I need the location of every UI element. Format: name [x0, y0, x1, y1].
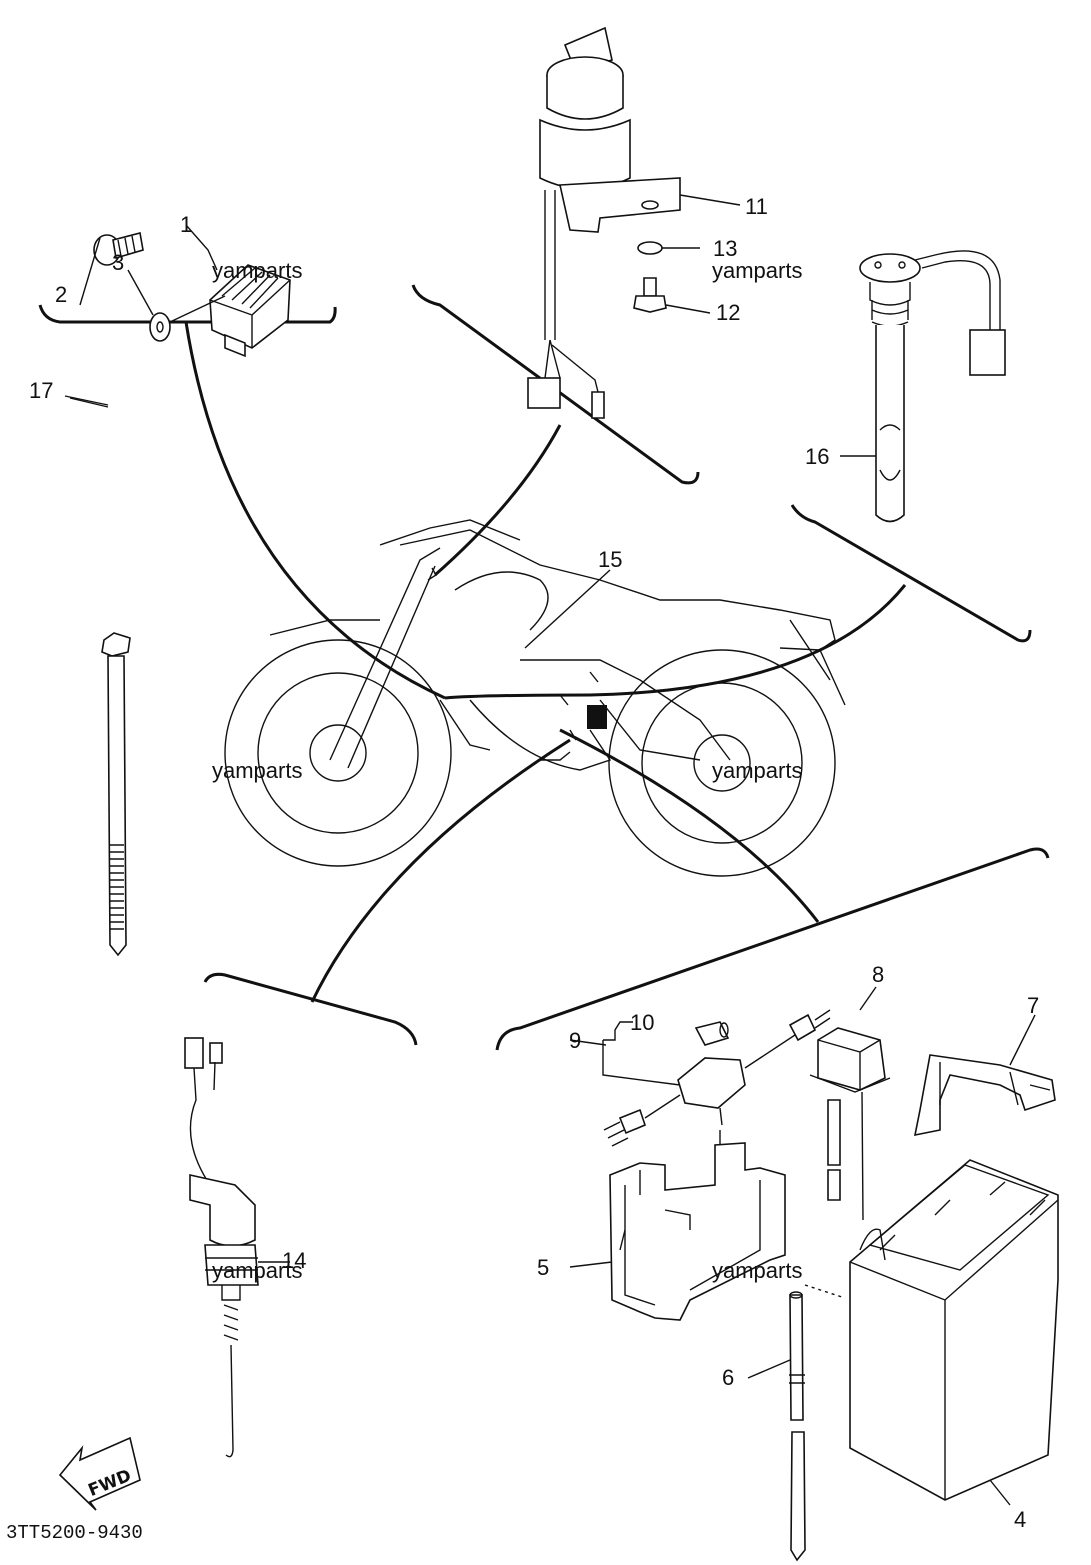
part-12-bolt — [633, 277, 711, 314]
label-part-11: 11 — [745, 194, 768, 219]
part-1-rectifier — [185, 224, 291, 358]
part-7-battery-band — [913, 1014, 1056, 1137]
watermark: yamparts — [212, 258, 302, 283]
watermark: yamparts — [712, 758, 802, 783]
watermark: yamparts — [212, 1258, 302, 1283]
label-part-6: 6 — [722, 1365, 734, 1390]
label-part-3: 3 — [112, 250, 124, 275]
label-part-2: 2 — [55, 282, 67, 307]
motorcycle-outline — [224, 519, 846, 877]
watermark: yamparts — [712, 1258, 802, 1283]
fwd-arrow-icon: FWD — [58, 1436, 141, 1511]
part-8-relay — [809, 986, 891, 1221]
label-part-15: 15 — [598, 547, 622, 572]
part-2-bolt — [79, 232, 144, 306]
part-6-breather-hose — [747, 1284, 846, 1562]
part-16-sensor — [840, 250, 1006, 523]
label-part-16: 16 — [805, 444, 829, 469]
callout-frames — [38, 284, 1050, 1051]
label-part-5: 5 — [537, 1255, 549, 1280]
part-10-fuse — [694, 1021, 730, 1046]
label-part-9: 9 — [569, 1028, 581, 1053]
watermarks: yamparts yamparts yamparts yamparts yamp… — [212, 258, 802, 1283]
part-9-fuse-holder — [602, 1009, 831, 1147]
part-4-battery — [849, 1159, 1059, 1506]
label-part-8: 8 — [872, 962, 884, 987]
label-part-7: 7 — [1027, 993, 1039, 1018]
label-part-10: 10 — [630, 1010, 654, 1035]
watermark: yamparts — [212, 758, 302, 783]
label-part-17: 17 — [29, 378, 53, 403]
drawing-code: 3TT5200-9430 — [6, 1522, 143, 1544]
label-part-1: 1 — [180, 212, 192, 237]
part-17-cable-tie — [69, 397, 131, 957]
watermark: yamparts — [712, 258, 802, 283]
part-13-washer — [637, 241, 700, 255]
label-part-14: 14 — [282, 1248, 306, 1273]
part-5-battery-bracket — [569, 1130, 786, 1321]
part-labels: 1 2 3 4 5 6 7 8 9 10 11 12 13 14 15 16 1… — [29, 194, 1039, 1532]
label-part-4: 4 — [1014, 1507, 1026, 1532]
leader-lines — [64, 395, 611, 1046]
part-3-washer — [127, 269, 226, 342]
part-11-main-switch — [527, 26, 741, 419]
label-part-12: 12 — [716, 300, 740, 325]
part-14-switch — [184, 1037, 290, 1458]
label-part-13: 13 — [713, 236, 737, 261]
